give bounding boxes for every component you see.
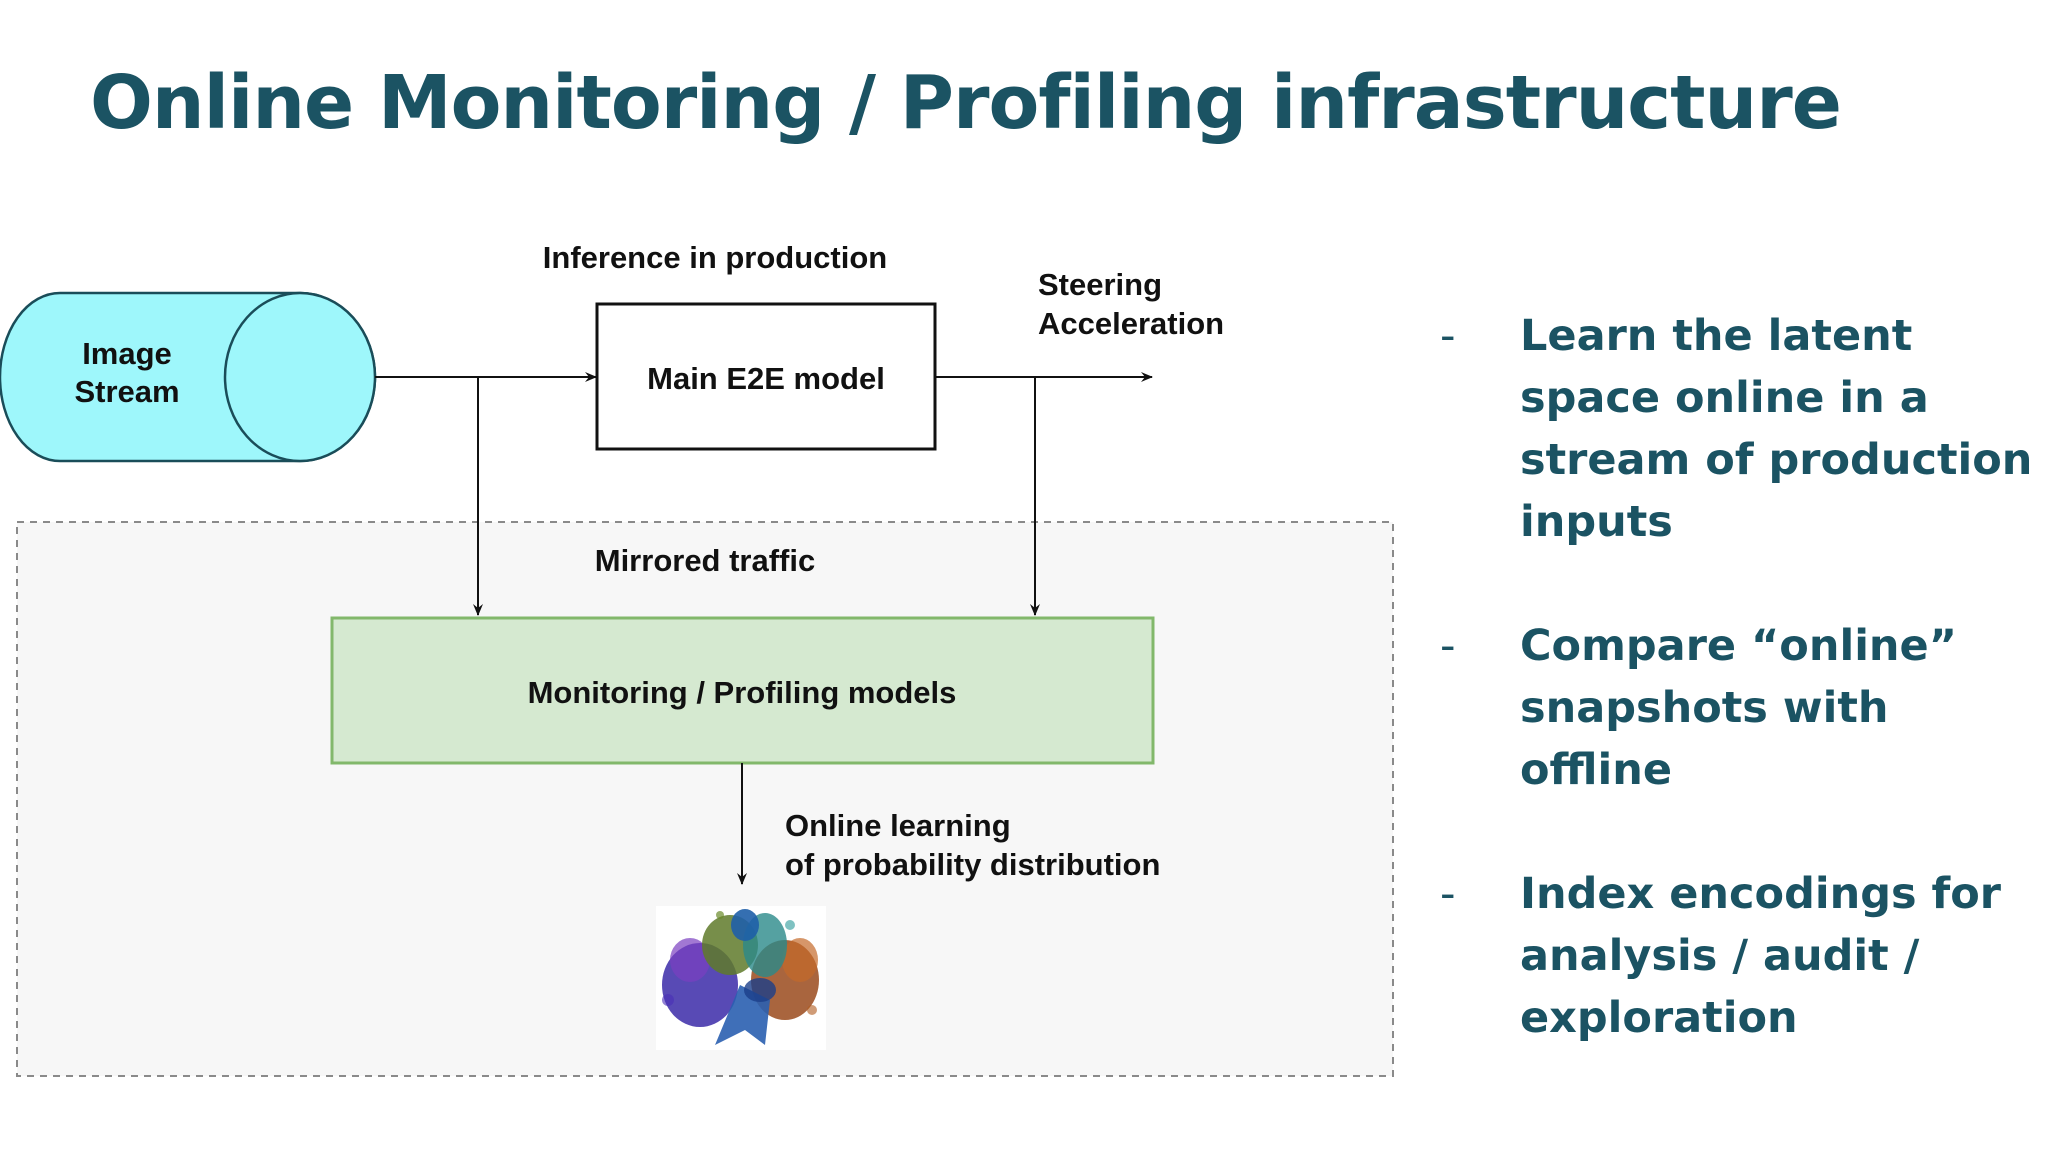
image-stream-label-line1: Image xyxy=(82,336,172,371)
bullet-item: - Compare “online” snapshots with offlin… xyxy=(1440,615,2040,801)
main-model-label: Main E2E model xyxy=(647,361,885,396)
bullet-text: Compare “online” snapshots with offline xyxy=(1520,621,1957,795)
monitoring-models-label: Monitoring / Profiling models xyxy=(528,675,957,710)
main-model-box xyxy=(595,302,937,451)
acceleration-label: Acceleration xyxy=(1038,306,1224,341)
steering-label: Steering xyxy=(1038,267,1162,302)
bullet-dash: - xyxy=(1440,621,1456,671)
bullet-text: Index encodings for analysis / audit / e… xyxy=(1520,869,2001,1043)
bullet-item: - Learn the latent space online in a str… xyxy=(1440,305,2040,553)
image-stream-cylinder xyxy=(0,291,377,463)
bullet-item: - Index encodings for analysis / audit /… xyxy=(1440,863,2040,1049)
latent-space-scatter-image xyxy=(656,906,826,1050)
online-learning-label-line2: of probability distribution xyxy=(785,847,1160,882)
online-learning-label-line1: Online learning xyxy=(785,808,1011,843)
bullet-dash: - xyxy=(1440,869,1456,919)
slide-title: Online Monitoring / Profiling infrastruc… xyxy=(90,60,1842,146)
image-stream-label-line2: Stream xyxy=(74,374,179,409)
bullet-text: Learn the latent space online in a strea… xyxy=(1520,311,2033,547)
mirrored-traffic-label: Mirrored traffic xyxy=(595,543,815,578)
bullet-list: - Learn the latent space online in a str… xyxy=(1440,305,2040,1111)
bullet-dash: - xyxy=(1440,311,1456,361)
inference-label: Inference in production xyxy=(543,240,887,275)
